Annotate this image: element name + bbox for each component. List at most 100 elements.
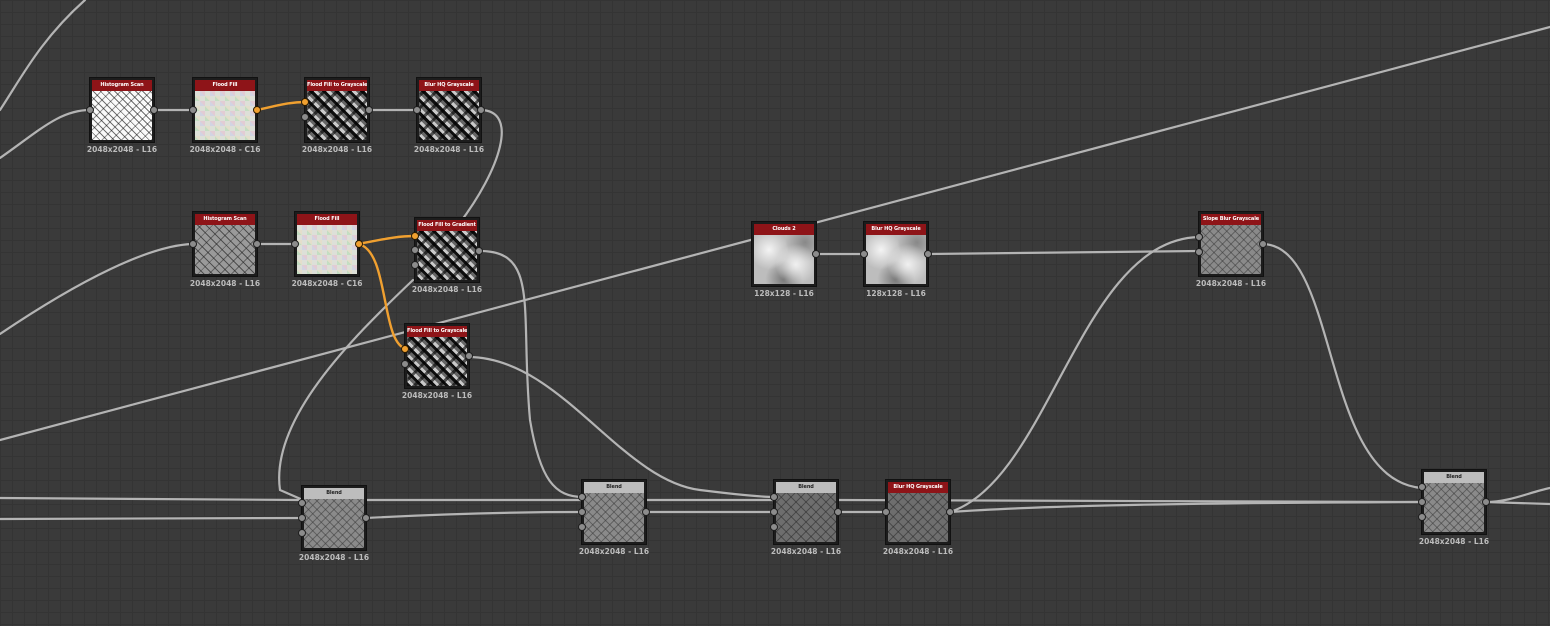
node-resolution-label: 128x128 - L16 <box>866 289 926 298</box>
input-port[interactable] <box>298 514 306 522</box>
input-port[interactable] <box>770 493 778 501</box>
output-port[interactable] <box>812 250 820 258</box>
node-frame: Blur HQ Grayscale <box>864 222 928 286</box>
input-port[interactable] <box>860 250 868 258</box>
wire <box>364 510 585 520</box>
output-port[interactable] <box>362 514 370 522</box>
wire <box>1484 500 1550 506</box>
output-port[interactable] <box>365 106 373 114</box>
node-thumbnail <box>92 91 152 140</box>
input-port[interactable] <box>578 493 586 501</box>
output-port[interactable] <box>834 508 842 516</box>
node-resolution-label: 2048x2048 - L16 <box>578 547 650 556</box>
input-port[interactable] <box>1195 233 1203 241</box>
wire <box>1484 486 1550 504</box>
node-thumbnail <box>1201 225 1261 274</box>
input-port[interactable] <box>1195 248 1203 256</box>
node-title: Blend <box>304 488 364 499</box>
node-thumbnail <box>297 225 357 274</box>
input-port[interactable] <box>1418 498 1426 506</box>
node-frame: Flood Fill <box>295 212 359 276</box>
wire <box>466 355 777 499</box>
output-port[interactable] <box>642 508 650 516</box>
node-thumbnail <box>419 91 479 140</box>
node-title: Blend <box>1424 472 1484 483</box>
output-port[interactable] <box>924 250 932 258</box>
node-frame: Clouds 2 <box>752 222 816 286</box>
wire <box>0 496 304 502</box>
input-port[interactable] <box>882 508 890 516</box>
node-thumbnail <box>776 493 836 542</box>
input-port[interactable] <box>578 508 586 516</box>
node-frame: Flood Fill to Grayscale <box>305 78 369 142</box>
output-port[interactable] <box>946 508 954 516</box>
node-thumbnail <box>1424 483 1484 532</box>
input-port[interactable] <box>401 345 409 353</box>
output-port[interactable] <box>465 352 473 360</box>
node-frame: Flood Fill <box>193 78 257 142</box>
node-thumbnail <box>754 235 814 284</box>
node-thumbnail <box>195 91 255 140</box>
input-port[interactable] <box>578 523 586 531</box>
output-port[interactable] <box>1259 240 1267 248</box>
node-resolution-label: 128x128 - L16 <box>754 289 814 298</box>
output-port[interactable] <box>477 106 485 114</box>
node-thumbnail <box>584 493 644 542</box>
input-port[interactable] <box>770 523 778 531</box>
node-title: Blur HQ Grayscale <box>866 224 926 235</box>
input-port[interactable] <box>411 246 419 254</box>
node-resolution-label: 2048x2048 - L16 <box>86 145 158 154</box>
node-title: Clouds 2 <box>754 224 814 235</box>
input-port[interactable] <box>411 232 419 240</box>
node-resolution-label: 2048x2048 - L16 <box>401 391 473 400</box>
input-port[interactable] <box>1418 513 1426 521</box>
node-frame: Slope Blur Grayscale <box>1199 212 1263 276</box>
input-port[interactable] <box>298 529 306 537</box>
input-port[interactable] <box>770 508 778 516</box>
node-thumbnail <box>195 225 255 274</box>
input-port[interactable] <box>413 106 421 114</box>
node-resolution-label: 2048x2048 - L16 <box>1418 537 1490 546</box>
node-thumbnail <box>307 91 367 140</box>
wire-active <box>255 100 308 112</box>
input-port[interactable] <box>189 106 197 114</box>
node-title: Flood Fill <box>195 80 255 91</box>
input-port[interactable] <box>301 113 309 121</box>
node-title: Blend <box>584 482 644 493</box>
output-port[interactable] <box>150 106 158 114</box>
wire <box>948 500 1424 514</box>
output-port[interactable] <box>355 240 363 248</box>
node-thumbnail <box>888 493 948 542</box>
input-port[interactable] <box>411 261 419 269</box>
output-port[interactable] <box>1482 498 1490 506</box>
input-port[interactable] <box>301 98 309 106</box>
node-title: Flood Fill <box>297 214 357 225</box>
wire <box>0 108 92 160</box>
node-resolution-label: 2048x2048 - L16 <box>1195 279 1267 288</box>
node-title: Blur HQ Grayscale <box>888 482 948 493</box>
node-resolution-label: 2048x2048 - L16 <box>298 553 370 562</box>
input-port[interactable] <box>291 240 299 248</box>
input-port[interactable] <box>298 499 306 507</box>
input-port[interactable] <box>86 106 94 114</box>
input-port[interactable] <box>401 360 409 368</box>
output-port[interactable] <box>253 240 261 248</box>
input-port[interactable] <box>1418 483 1426 491</box>
output-port[interactable] <box>475 247 483 255</box>
node-title: Blur HQ Grayscale <box>419 80 479 91</box>
node-frame: Blur HQ Grayscale <box>886 480 950 544</box>
node-frame: Blur HQ Grayscale <box>417 78 481 142</box>
node-frame: Flood Fill to Grayscale <box>405 324 469 388</box>
wire-active <box>356 242 409 351</box>
node-frame: Histogram Scan <box>90 78 154 142</box>
node-resolution-label: 2048x2048 - L16 <box>189 279 261 288</box>
wire <box>478 249 585 499</box>
node-resolution-label: 2048x2048 - L16 <box>882 547 954 556</box>
input-port[interactable] <box>189 240 197 248</box>
wire-active <box>356 234 418 246</box>
node-thumbnail <box>407 337 467 386</box>
output-port[interactable] <box>253 106 261 114</box>
node-title: Slope Blur Grayscale <box>1201 214 1261 225</box>
node-title: Blend <box>776 482 836 493</box>
